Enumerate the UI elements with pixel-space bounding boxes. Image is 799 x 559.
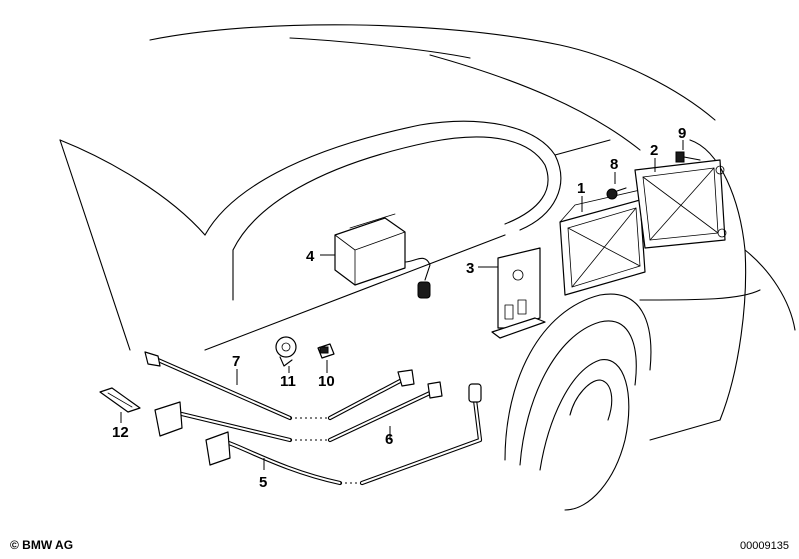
callout-1: 1 bbox=[577, 180, 585, 197]
holder-bracket bbox=[491, 247, 546, 339]
callout-12: 12 bbox=[112, 424, 129, 441]
mounting-bracket bbox=[559, 189, 646, 296]
callout-4: 4 bbox=[306, 248, 315, 265]
callout-2: 2 bbox=[650, 142, 658, 159]
bolt-9 bbox=[675, 151, 701, 163]
callout-8: 8 bbox=[610, 156, 618, 173]
callout-3: 3 bbox=[466, 260, 474, 277]
document-number: 00009135 bbox=[740, 540, 789, 552]
cable-holder-12 bbox=[99, 387, 141, 413]
cable-clamp-10 bbox=[317, 343, 335, 359]
leader-lines bbox=[120, 140, 684, 470]
callout-5: 5 bbox=[259, 474, 267, 491]
callout-10: 10 bbox=[318, 373, 335, 390]
car-body-outline bbox=[59, 24, 796, 511]
rear-plate bbox=[634, 159, 727, 249]
callout-6: 6 bbox=[385, 431, 393, 448]
cable-5 bbox=[205, 383, 483, 486]
screw-8 bbox=[606, 187, 627, 200]
callout-9: 9 bbox=[678, 125, 686, 142]
cable-clip-11 bbox=[275, 336, 297, 367]
callout-7: 7 bbox=[232, 353, 240, 370]
control-unit-box bbox=[334, 213, 431, 299]
copyright-brand: © BMW AG bbox=[10, 538, 74, 552]
cable-7 bbox=[144, 351, 415, 421]
cable-6 bbox=[154, 381, 443, 443]
callout-11: 11 bbox=[280, 373, 296, 390]
